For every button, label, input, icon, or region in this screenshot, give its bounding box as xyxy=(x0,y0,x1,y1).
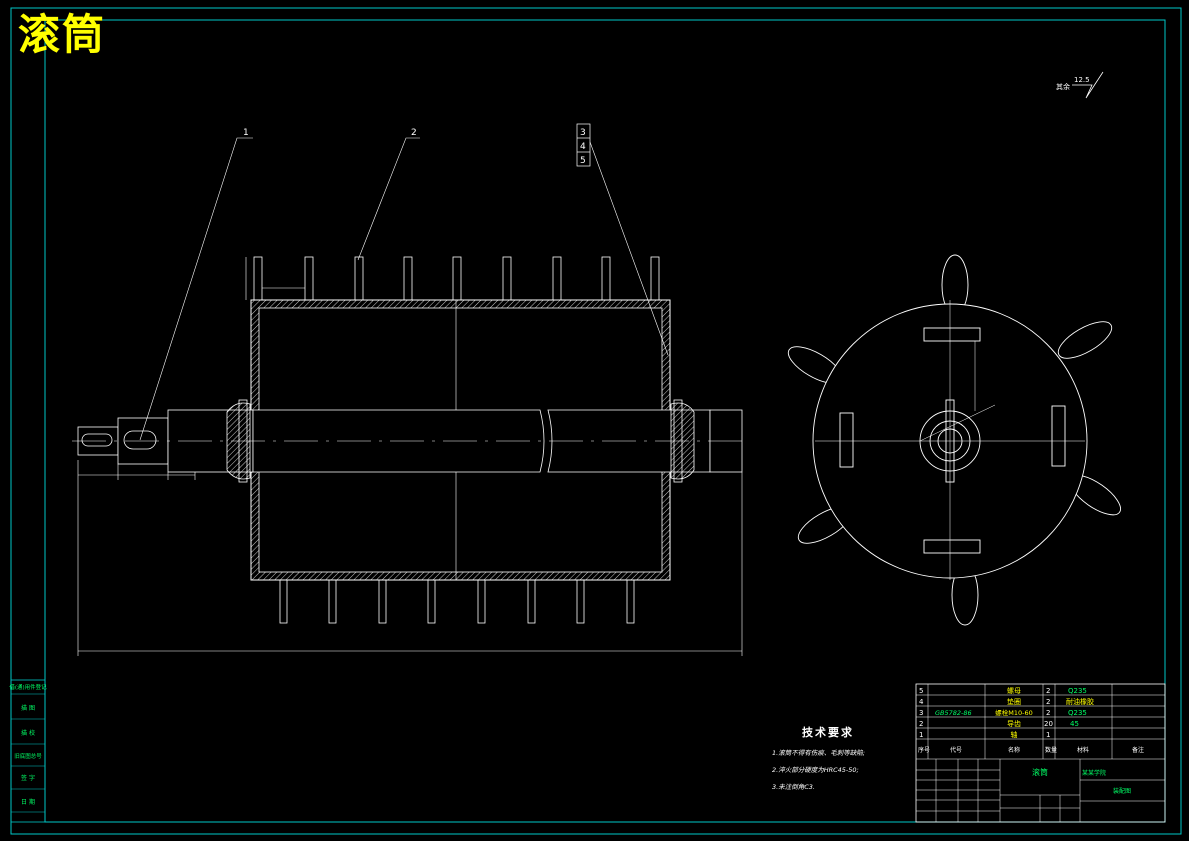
side-panel-label-4: 签 字 xyxy=(21,774,35,782)
header-name: 名称 xyxy=(1008,746,1020,754)
roughness-symbol: 其余 12.5 xyxy=(1056,71,1104,99)
bom-material: 45 xyxy=(1070,720,1079,728)
bom-no: 3 xyxy=(919,709,923,717)
overall-dimension xyxy=(77,257,743,656)
bom-no: 2 xyxy=(919,720,923,728)
bom-qty: 2 xyxy=(1046,687,1050,695)
bom-header: 序号 代号 名称 数量 材料 备注 xyxy=(918,746,1144,754)
bom-name: 轴 xyxy=(1011,730,1018,739)
side-panel-label-0: 借(通)用件登记 xyxy=(9,683,47,691)
header-remark: 备注 xyxy=(1132,746,1144,754)
balloon-3: 3 xyxy=(580,128,586,138)
drawing-title: 滚筒 xyxy=(18,10,107,59)
balloon-5: 5 xyxy=(580,156,586,166)
bottom-teeth xyxy=(279,579,635,624)
bom-code: GB5782-86 xyxy=(935,709,972,717)
tech-requirements-heading: 技术要求 xyxy=(802,726,854,739)
tech-requirements: 技术要求 1.滚筒不得有伤痕、毛刺等缺陷; 2.淬火部分硬度为HRC45-50;… xyxy=(772,724,865,791)
bom-row-1: 1 轴 1 xyxy=(919,730,1050,739)
roughness-label: 其余 xyxy=(1056,82,1070,91)
bom-material: Q235 xyxy=(1068,687,1087,695)
balloons: 1 2 3 4 5 xyxy=(243,123,591,167)
title-block-drawing-no: 装配图 xyxy=(1113,787,1131,795)
bom-no: 1 xyxy=(919,731,923,739)
bom-row-2: 2 导齿 20 45 xyxy=(919,720,1079,728)
bom-row-4: 4 垫圈 2 耐油橡胶 xyxy=(919,697,1094,706)
side-panel-label-2: 描 校 xyxy=(21,729,35,737)
top-teeth xyxy=(253,256,660,301)
balloon-4: 4 xyxy=(580,142,586,152)
right-hub xyxy=(670,399,695,483)
header-qty: 数量 xyxy=(1045,746,1057,754)
left-hub xyxy=(226,399,251,483)
bom-name: 垫圈 xyxy=(1007,697,1021,706)
tech-requirement-3: 3.未注倒角C3. xyxy=(772,783,815,791)
bom-no: 4 xyxy=(919,698,924,706)
inner-border xyxy=(44,19,1166,823)
balloon-1: 1 xyxy=(243,128,249,138)
bom-material: Q235 xyxy=(1068,709,1087,717)
title-block: 5 螺母 2 Q235 4 垫圈 2 耐油橡胶 3 GB5782-86 螺栓M1… xyxy=(915,683,1166,823)
bom-name: 导齿 xyxy=(1007,720,1021,728)
balloon-2: 2 xyxy=(411,128,417,138)
side-view xyxy=(787,254,1121,626)
bom-name: 螺母 xyxy=(1007,686,1021,695)
side-panel: 借(通)用件登记 描 图 描 校 旧底图总号 签 字 日 期 xyxy=(9,679,47,823)
side-panel-label-3: 旧底图总号 xyxy=(14,752,42,760)
side-panel-label-5: 日 期 xyxy=(21,798,35,806)
bom-qty: 20 xyxy=(1044,720,1053,728)
header-code: 代号 xyxy=(950,746,962,754)
bom-no: 5 xyxy=(919,687,923,695)
roughness-value: 12.5 xyxy=(1074,76,1090,84)
bom-row-5: 5 螺母 2 Q235 xyxy=(919,686,1087,695)
outer-border xyxy=(10,7,1182,835)
header-material: 材料 xyxy=(1077,746,1089,754)
bom-qty: 2 xyxy=(1046,709,1050,717)
bom-qty: 1 xyxy=(1046,731,1050,739)
title-block-school: 某某学院 xyxy=(1082,769,1106,777)
bom-name: 螺栓M10-60 xyxy=(995,708,1033,717)
bom-row-3: 3 GB5782-86 螺栓M10-60 2 Q235 xyxy=(919,708,1087,717)
front-section-view xyxy=(72,256,750,656)
balloon-leaders xyxy=(139,137,669,441)
side-panel-label-1: 描 图 xyxy=(21,704,35,712)
title-block-part-name: 滚筒 xyxy=(1032,767,1048,777)
header-seq: 序号 xyxy=(918,746,930,754)
tech-requirement-2: 2.淬火部分硬度为HRC45-50; xyxy=(772,766,859,774)
bom-qty: 2 xyxy=(1046,698,1050,706)
tech-requirement-1: 1.滚筒不得有伤痕、毛刺等缺陷; xyxy=(772,749,865,757)
bom-material: 耐油橡胶 xyxy=(1066,697,1094,706)
